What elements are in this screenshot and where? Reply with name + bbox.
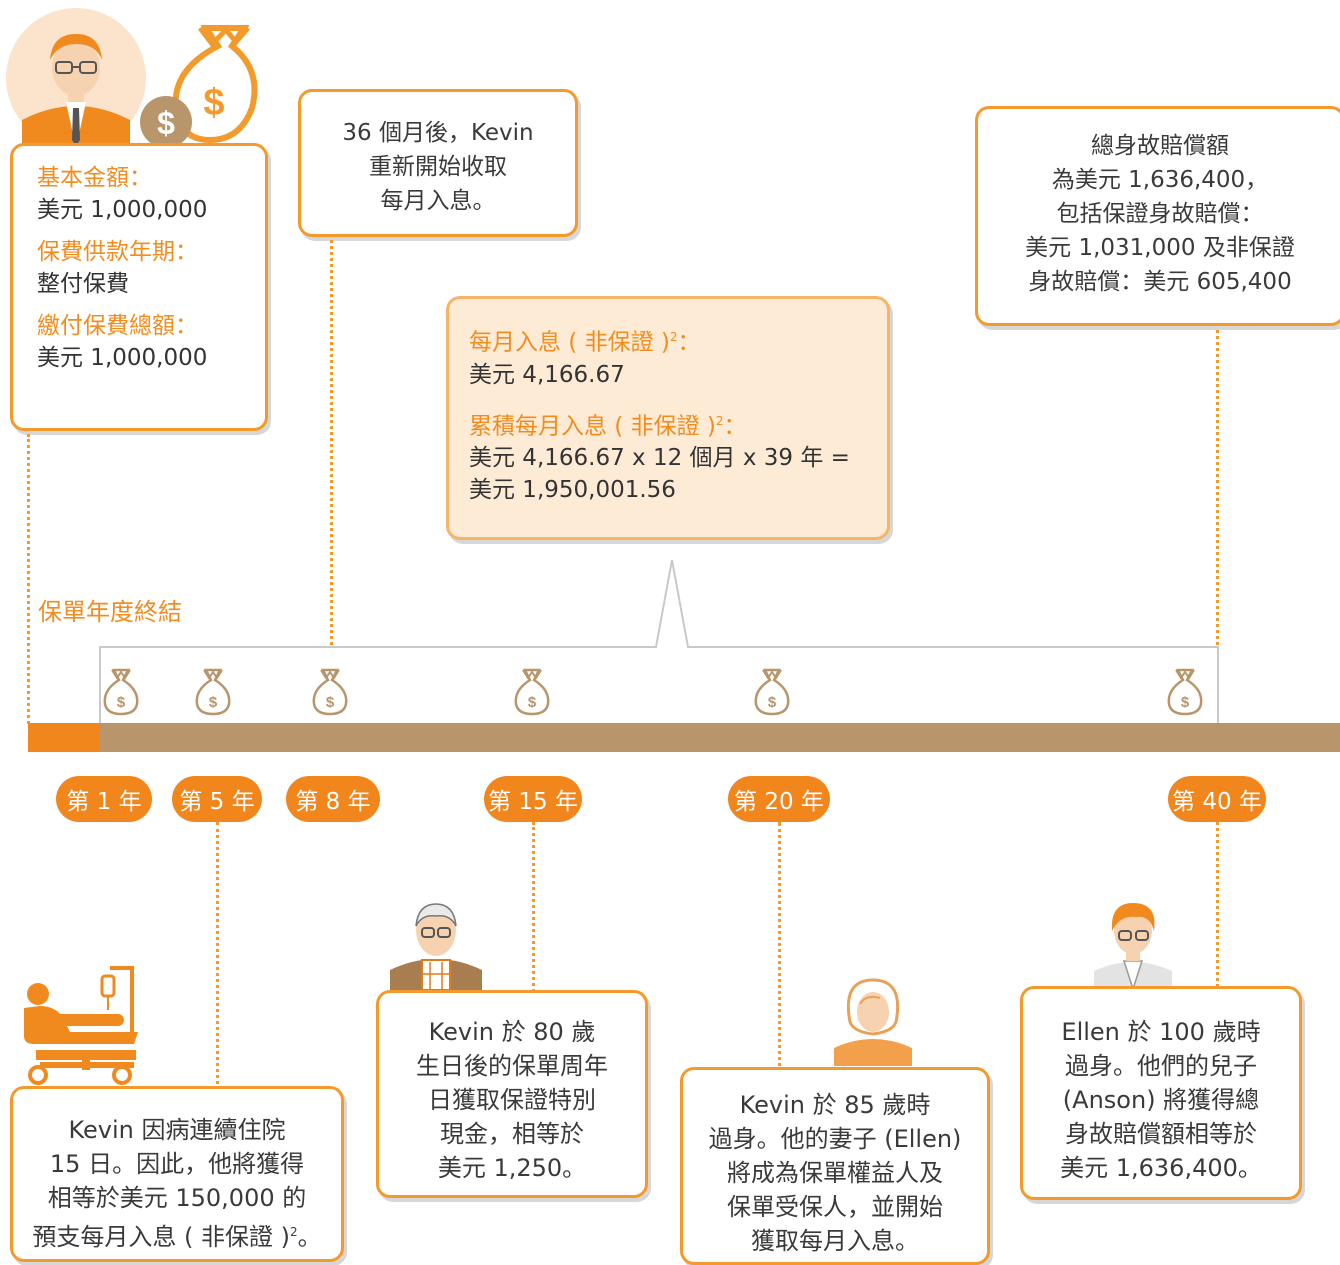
- accumulated-income-formula: 美元 4,166.67 x 12 個月 x 39 年 =: [469, 445, 850, 472]
- connector-line: [1216, 330, 1219, 645]
- age-85-line: 獲取每月入息。: [751, 1227, 919, 1255]
- money-bag-icon: $: [312, 668, 348, 716]
- age-80-line: 生日後的保單周年: [416, 1052, 608, 1080]
- monthly-income-value: 美元 4,166.67: [469, 361, 625, 388]
- income-period-bracket: [99, 559, 1219, 725]
- hospitalization-box: Kevin 因病連續住院 15 日。因此，他將獲得 相等於美元 150,000 …: [10, 1086, 344, 1262]
- age-80-line: 美元 1,250。: [437, 1154, 587, 1182]
- hospital-bed-icon: [24, 966, 138, 1085]
- timeline-bar: [28, 723, 1340, 752]
- year-pill-40: 第 40 年: [1168, 776, 1266, 822]
- svg-text:$: $: [1181, 694, 1190, 711]
- year-pill-15: 第 15 年: [484, 776, 582, 822]
- age-85-line: 保單受保人，並開始: [727, 1193, 943, 1221]
- policy-year-end-label: 保單年度終結: [38, 598, 182, 626]
- money-bag-icon: $: [195, 668, 231, 716]
- connector-line: [27, 434, 30, 724]
- age-85-line: Kevin 於 85 歲時: [739, 1091, 931, 1119]
- svg-text:$: $: [117, 694, 126, 711]
- ellen-death-line: Ellen 於 100 歲時: [1061, 1018, 1261, 1046]
- year-pill-5: 第 5 年: [172, 776, 262, 822]
- monthly-income-label: 每月入息 ( 非保證 )2：: [469, 329, 701, 356]
- accumulated-income-total: 美元 1,950,001.56: [469, 477, 676, 504]
- age-85-box: Kevin 於 85 歲時 過身。他的妻子 (Ellen) 將成為保單權益人及 …: [680, 1067, 990, 1265]
- connector-line: [330, 240, 333, 645]
- svg-text:$: $: [528, 694, 537, 711]
- money-bag-icon: $: [514, 668, 550, 716]
- age-80-line: 日獲取保證特別: [428, 1086, 596, 1114]
- age-80-line: Kevin 於 80 歲: [428, 1018, 596, 1046]
- hospitalization-line: 15 日。因此，他將獲得: [49, 1150, 305, 1178]
- connector-line: [532, 822, 535, 992]
- total-premium-value: 美元 1,000,000: [37, 345, 208, 371]
- age-80-line: 現金，相等於: [440, 1120, 584, 1148]
- hospitalization-line: 預支每月入息 ( 非保證 )2。: [32, 1223, 322, 1251]
- age-85-line: 將成為保單權益人及: [727, 1159, 943, 1187]
- death-benefit-box: 總身故賠償額 為美元 1,636,400， 包括保證身故賠償： 美元 1,031…: [975, 106, 1340, 326]
- ellen-death-line: 身故賠償額相等於: [1065, 1120, 1257, 1148]
- death-benefit-line: 美元 1,031,000 及非保證: [1025, 235, 1295, 261]
- ellen-death-box: Ellen 於 100 歲時 過身。他們的兒子 (Anson) 將獲得總 身故賠…: [1020, 986, 1302, 1200]
- year-pill-1: 第 1 年: [56, 776, 152, 822]
- year-pill-20: 第 20 年: [728, 776, 830, 822]
- elderly-woman-icon: [834, 978, 912, 1066]
- money-bag-icon: $: [754, 668, 790, 716]
- timeline-first-year-segment: [28, 723, 100, 752]
- svg-text:$: $: [209, 694, 218, 711]
- restart-income-line: 每月入息。: [380, 188, 496, 214]
- svg-text:$: $: [203, 82, 224, 124]
- hospitalization-line: 相等於美元 150,000 的: [47, 1184, 307, 1212]
- age-85-line: 過身。他的妻子 (Ellen): [708, 1125, 962, 1153]
- svg-text:$: $: [326, 694, 335, 711]
- restart-income-line: 36 個月後，Kevin: [342, 120, 534, 146]
- age-80-box: Kevin 於 80 歲 生日後的保單周年 日獲取保證特別 現金，相等於 美元 …: [376, 990, 648, 1198]
- ellen-death-line: 過身。他們的兒子: [1065, 1052, 1257, 1080]
- son-icon: [1094, 903, 1172, 989]
- death-benefit-line: 包括保證身故賠償：: [1056, 201, 1264, 227]
- money-bag-icon: $: [103, 668, 139, 716]
- monthly-income-box: 每月入息 ( 非保證 )2： 美元 4,166.67 累積每月入息 ( 非保證 …: [446, 296, 890, 540]
- man-with-money-icon: $ $: [6, 8, 258, 148]
- basic-amount-label: 基本金額：: [37, 165, 152, 191]
- basic-amount-value: 美元 1,000,000: [37, 197, 208, 223]
- accumulated-income-label: 累積每月入息 ( 非保證 )2：: [469, 413, 747, 440]
- death-benefit-line: 為美元 1,636,400，: [1051, 167, 1269, 193]
- connector-line: [1216, 822, 1219, 987]
- money-bag-icon: $: [1167, 668, 1203, 716]
- payment-term-value: 整付保費: [37, 271, 129, 297]
- death-benefit-line: 身故賠償：美元 605,400: [1028, 269, 1292, 295]
- policy-info-box: 基本金額： 美元 1,000,000 保費供款年期： 整付保費 繳付保費總額： …: [10, 143, 268, 431]
- total-premium-label: 繳付保費總額：: [37, 313, 198, 339]
- year-pill-8: 第 8 年: [286, 776, 380, 822]
- hospitalization-line: Kevin 因病連續住院: [68, 1116, 286, 1144]
- connector-line: [216, 822, 219, 1084]
- elderly-man-icon: [390, 903, 482, 990]
- connector-line: [778, 822, 781, 1074]
- svg-text:$: $: [157, 105, 175, 141]
- ellen-death-line: 美元 1,636,400。: [1060, 1154, 1262, 1182]
- svg-text:$: $: [768, 694, 777, 711]
- death-benefit-line: 總身故賠償額: [1091, 133, 1229, 159]
- restart-income-line: 重新開始收取: [369, 154, 507, 180]
- restart-income-box: 36 個月後，Kevin 重新開始收取 每月入息。: [298, 89, 578, 237]
- ellen-death-line: (Anson) 將獲得總: [1062, 1086, 1260, 1114]
- payment-term-label: 保費供款年期：: [37, 239, 198, 265]
